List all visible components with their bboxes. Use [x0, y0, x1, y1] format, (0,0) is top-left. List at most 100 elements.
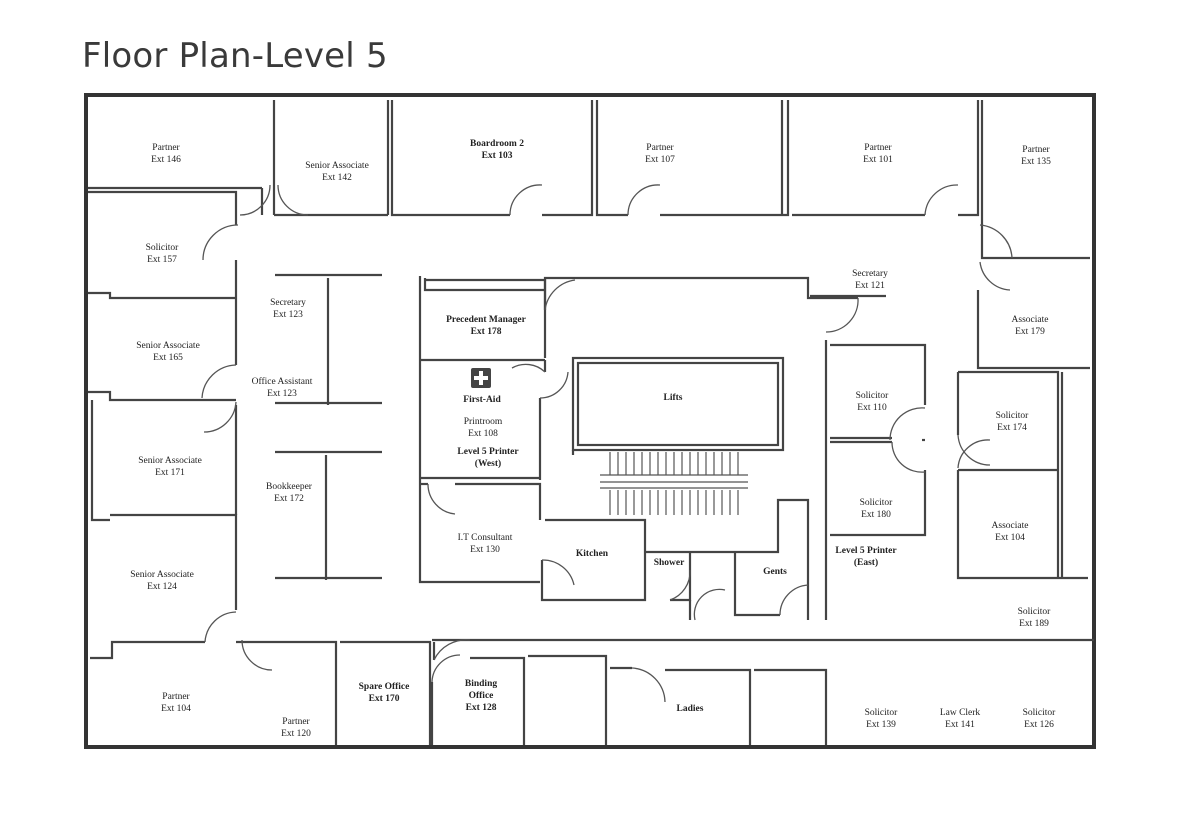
room-label-line: Ext 180	[861, 510, 891, 520]
room-label-line: Partner	[1022, 145, 1050, 155]
room-label-line: Binding	[465, 679, 497, 689]
room-label-line: Solicitor	[856, 391, 890, 401]
room-label-line: Solicitor	[1023, 708, 1057, 718]
room-label-line: Ext 121	[855, 281, 885, 291]
room-label-line: Office	[469, 691, 494, 701]
first-aid-icon	[471, 368, 491, 388]
room-label-line: Lifts	[664, 393, 683, 403]
room-label-line: (West)	[475, 458, 501, 469]
room-label-line: Ext 170	[369, 694, 400, 704]
room-label-line: Ext 171	[155, 468, 185, 478]
room-label-line: Kitchen	[576, 549, 609, 559]
walls	[88, 100, 1094, 745]
room-label-line: Senior Associate	[130, 570, 194, 580]
room-label-line: Ext 120	[281, 729, 311, 739]
room-label-line: I.T Consultant	[458, 533, 513, 543]
room-label-line: Senior Associate	[136, 341, 200, 351]
room-label-line: Solicitor	[860, 498, 894, 508]
room-label-line: Ext 178	[471, 327, 502, 337]
room-label-line: Solicitor	[996, 411, 1030, 421]
room-label-line: Law Clerk	[940, 708, 981, 718]
room-label-line: Partner	[864, 143, 892, 153]
room-label-line: Ext 135	[1021, 157, 1051, 167]
room-label-kitchen: Kitchen	[576, 549, 609, 559]
room-label-line: Ext 104	[995, 533, 1025, 543]
room-label-line: First-Aid	[463, 395, 501, 405]
room-label-line: Ladies	[677, 704, 704, 714]
room-label-line: Senior Associate	[305, 161, 369, 171]
room-label-line: Shower	[654, 558, 685, 568]
room-label-line: Ext 123	[273, 310, 303, 320]
room-label-shower: Shower	[654, 558, 685, 568]
room-label-line: Ext 126	[1024, 720, 1054, 730]
doors	[201, 184, 1013, 703]
room-label-line: Office Assistant	[252, 376, 313, 387]
room-label-line: Ext 174	[997, 423, 1027, 433]
room-label-line: Ext 157	[147, 255, 177, 265]
room-label-line: Partner	[162, 692, 190, 702]
room-label-line: Ext 101	[863, 155, 893, 165]
room-label-line: Solicitor	[1018, 607, 1052, 617]
room-label-ladies: Ladies	[677, 704, 704, 714]
room-label-line: Printroom	[464, 417, 503, 427]
room-label-line: Solicitor	[865, 708, 899, 718]
room-label-line: Ext 189	[1019, 619, 1049, 629]
room-label-line: Associate	[992, 521, 1029, 531]
room-label-line: Ext 141	[945, 720, 975, 730]
lifts-and-stairs	[571, 356, 785, 515]
outer-wall	[84, 93, 1096, 749]
room-label-line: Partner	[646, 143, 674, 153]
room-label-line: Partner	[152, 143, 180, 153]
room-label-line: Bookkeeper	[266, 482, 313, 492]
room-label-line: Ext 146	[151, 155, 181, 165]
room-label-line: Gents	[763, 567, 787, 577]
room-label-line: Secretary	[270, 298, 306, 308]
room-label-line: Spare Office	[359, 682, 410, 692]
room-label-line: Associate	[1012, 315, 1049, 325]
room-label-line: Ext 123	[267, 389, 297, 399]
room-label-line: Ext 165	[153, 353, 183, 363]
room-label-line: Senior Associate	[138, 456, 202, 466]
room-label-line: Ext 103	[482, 151, 513, 161]
room-label-gents: Gents	[763, 567, 787, 577]
room-label-line: Ext 179	[1015, 327, 1045, 337]
room-label-line: Ext 124	[147, 582, 177, 592]
room-label-line: Solicitor	[146, 243, 180, 253]
room-label-line: Secretary	[852, 269, 888, 279]
room-label-lifts: Lifts	[664, 393, 683, 403]
room-label-line: Ext 107	[645, 155, 675, 165]
lift-shaft	[571, 356, 785, 452]
room-label-line: Ext 139	[866, 720, 896, 730]
room-label-line: Ext 130	[470, 545, 500, 555]
room-label-line: Partner	[282, 717, 310, 727]
room-label-line: Ext 172	[274, 494, 304, 504]
room-label-level5-printer-west: Level 5 Printer(West)	[457, 447, 519, 469]
room-label-line: Level 5 Printer	[835, 546, 897, 556]
room-label-line: Boardroom 2	[470, 139, 524, 149]
